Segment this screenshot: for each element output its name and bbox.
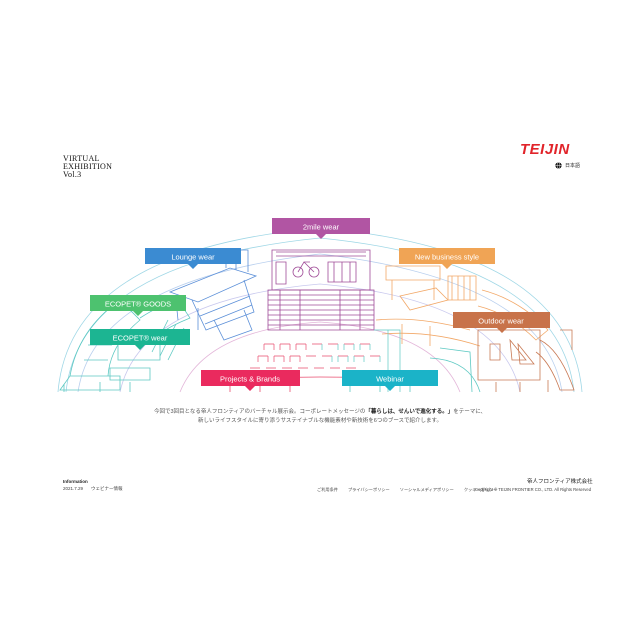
- booth-new-business-style[interactable]: New business style: [399, 248, 495, 269]
- booth-2mile[interactable]: 2mile wear: [272, 218, 370, 239]
- booth-new-business-label: New business style: [415, 253, 479, 262]
- booth-webinar[interactable]: Webinar: [342, 370, 438, 391]
- intro-line-1: 今回で3回目となる帝人フロンティアのバーチャル展示会。コーポレートメッセージの「…: [120, 408, 520, 417]
- booth-webinar-label: Webinar: [376, 375, 404, 384]
- teijin-logo[interactable]: TEIJIN: [520, 141, 570, 158]
- booth-outdoor-label: Outdoor wear: [478, 317, 524, 326]
- booth-lounge-label: Lounge wear: [171, 253, 215, 262]
- title-line-2: EXHIBITION: [63, 162, 113, 171]
- information-item[interactable]: 2021.7.29 ウェビナー情報: [63, 486, 123, 492]
- language-label: 日本語: [565, 163, 581, 169]
- booth-ecopet-goods-label: ECOPET® GOODS: [105, 300, 171, 309]
- booth-projects-label: Projects & Brands: [220, 375, 280, 384]
- intro-text-a: 今回で3回目となる帝人フロンティアのバーチャル展示会。コーポレートメッセージの: [153, 409, 366, 415]
- copyright: Copyright © TEIJIN FRONTIER CO., LTD. Al…: [475, 487, 592, 492]
- booth-ecopet-goods[interactable]: ECOPET® GOODS: [90, 295, 186, 316]
- footer-links: ご利用条件 プライバシーポリシー ソーシャルメディアポリシー クッキーポリシー: [317, 487, 497, 493]
- language-switch[interactable]: 日本語: [555, 162, 580, 169]
- footer-link-privacy[interactable]: プライバシーポリシー: [347, 487, 390, 492]
- booth-lounge-wear[interactable]: Lounge wear: [145, 248, 241, 269]
- title-line-3: Vol.3: [63, 170, 82, 179]
- booth-projects-brands[interactable]: Projects & Brands: [201, 370, 300, 391]
- title-line-1: VIRTUAL: [63, 154, 100, 163]
- intro-message: 「暮らしは、せんいで進化する。」: [365, 409, 454, 415]
- company-name: 帝人フロンティア株式会社: [527, 479, 593, 485]
- information-heading: Information: [63, 479, 88, 484]
- booth-ecopet-wear-label: ECOPET® wear: [113, 334, 168, 343]
- information-text: ウェビナー情報: [91, 486, 123, 491]
- booth-outdoor-wear[interactable]: Outdoor wear: [453, 312, 550, 333]
- globe-icon: [555, 162, 562, 169]
- information-date: 2021.7.29: [63, 486, 84, 491]
- booth-2mile-label: 2mile wear: [303, 223, 340, 232]
- intro-line-2: 新しいライフスタイルに寄り添うサステイナブルな機能素材や新技術を6つのブースで紹…: [197, 418, 443, 424]
- footer-link-terms[interactable]: ご利用条件: [317, 487, 338, 492]
- exhibition-title: VIRTUAL EXHIBITION Vol.3: [63, 155, 112, 179]
- footer-link-social-media[interactable]: ソーシャルメディアポリシー: [399, 487, 454, 492]
- booth-ecopet-wear[interactable]: ECOPET® wear: [90, 329, 190, 350]
- footer-link-cookie[interactable]: クッキーポリシー: [463, 487, 498, 492]
- intro-text-c: をテーマに、: [453, 409, 487, 415]
